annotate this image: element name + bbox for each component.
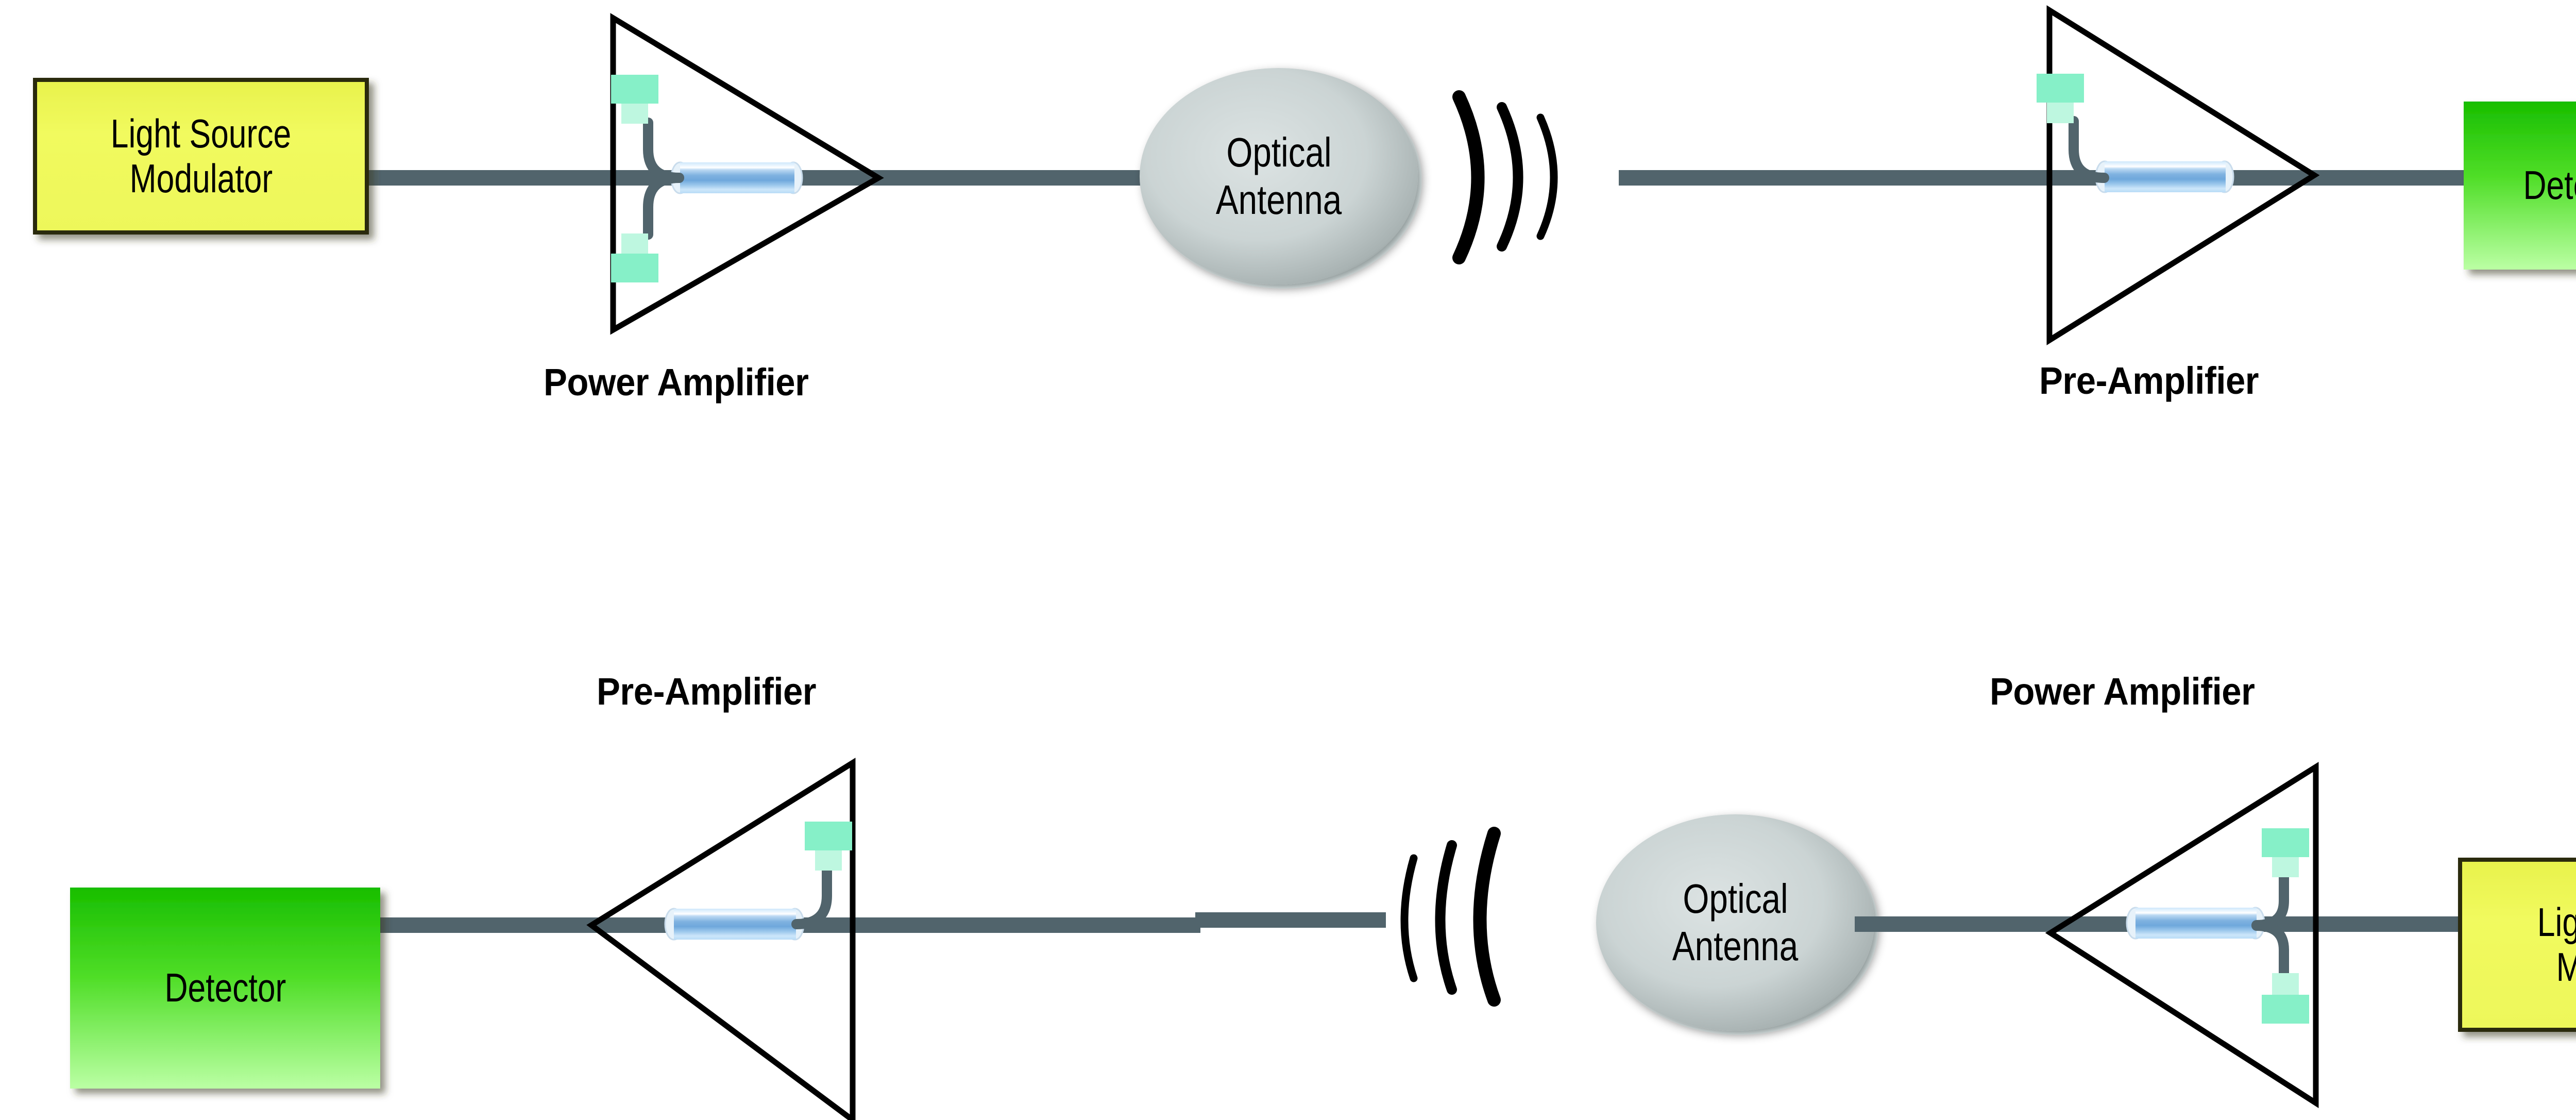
gain-fiber-icon	[2095, 160, 2234, 193]
radiating-wave-icon	[1435, 840, 1457, 995]
bottom-detector-box	[70, 888, 380, 1089]
pump-diode-icon	[611, 75, 658, 124]
bottom-radiating-waves	[1400, 827, 1501, 1007]
gain-fiber-icon	[2126, 907, 2265, 940]
radiating-wave-icon	[1452, 90, 1485, 264]
pump-diode-icon	[2262, 973, 2309, 1024]
pump-diode-icon	[2262, 828, 2309, 877]
bottom-waveguide-detector-to-preamp	[330, 912, 1386, 933]
bottom-antenna-line1: Optical	[1682, 876, 1788, 922]
pump-diode-icon	[2037, 74, 2084, 123]
top-detector-box	[2464, 102, 2576, 270]
pump-diode-icon	[611, 233, 658, 282]
top-light-source-box	[33, 78, 369, 235]
top-radiating-waves	[1452, 90, 1558, 264]
top-optical-antenna-label: Optical Antenna	[1140, 94, 1418, 259]
radiating-wave-icon	[1497, 102, 1523, 252]
top-pre-amplifier-label: Pre-Amplifier	[2039, 359, 2259, 402]
bottom-optical-antenna	[1596, 814, 1874, 1031]
gain-fiber-icon	[670, 161, 803, 194]
top-pre-amplifier	[2037, 5, 2320, 345]
top-antenna-line1: Optical	[1226, 129, 1332, 175]
top-waveguide-preamp-to-detector	[1619, 170, 2464, 186]
top-power-amplifier-label: Power Amplifier	[544, 361, 809, 404]
bottom-pre-amplifier-label: Pre-Amplifier	[597, 670, 817, 713]
pump-diode-icon	[805, 822, 852, 871]
radiating-wave-icon	[1473, 827, 1501, 1007]
bottom-light-source-box	[2458, 858, 2576, 1032]
bottom-antenna-line2: Antenna	[1672, 923, 1799, 969]
radiating-wave-icon	[1400, 854, 1418, 982]
top-optical-antenna	[1140, 68, 1418, 285]
gain-fiber-icon	[664, 908, 805, 941]
bottom-power-amplifier-label: Power Amplifier	[1990, 670, 2255, 713]
top-power-amplifier	[610, 13, 884, 335]
bottom-pre-amplifier	[586, 758, 856, 1120]
bottom-optical-antenna-label: Optical Antenna	[1596, 840, 1874, 1005]
bottom-power-amplifier	[2045, 762, 2319, 1109]
radiating-wave-icon	[1536, 113, 1558, 240]
top-antenna-line2: Antenna	[1215, 177, 1342, 223]
